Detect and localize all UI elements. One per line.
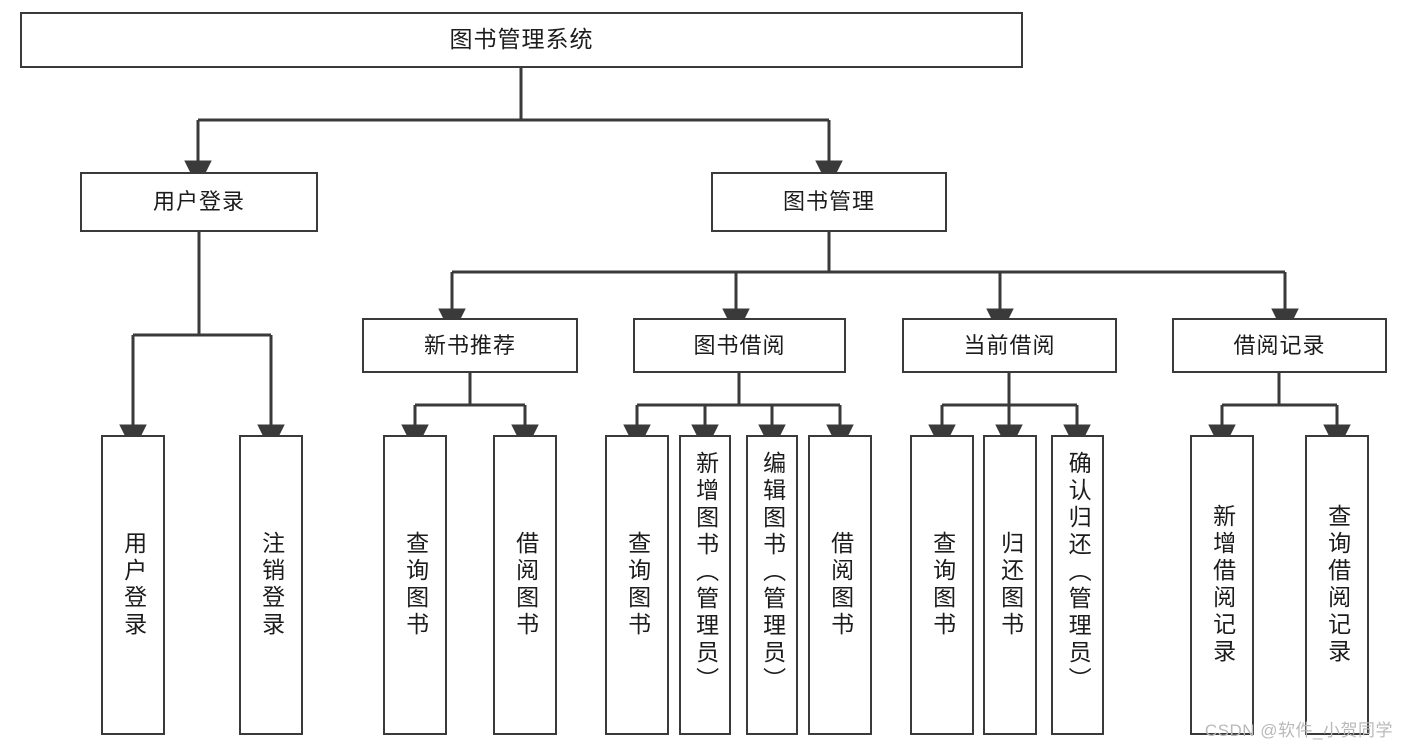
node-label: 编辑图书（管理员） [759,451,786,694]
node-leaf-logout-login[interactable]: 注销登录 [239,435,303,735]
node-label: 用户登录 [120,531,147,639]
node-leaf-add-book-admin[interactable]: 新增图书（管理员） [679,435,731,735]
node-label: 新增图书（管理员） [692,451,719,694]
node-label: 查询图书 [624,531,651,639]
node-label: 当前借阅 [963,332,1056,358]
node-label: 查询借阅记录 [1324,504,1351,666]
node-leaf-query-book-current[interactable]: 查询图书 [910,435,974,735]
node-label: 查询图书 [929,531,956,639]
node-label: 借阅图书 [827,531,854,639]
node-label: 图书管理系统 [449,26,594,53]
node-label: 查询图书 [402,531,429,639]
node-label: 新书推荐 [423,332,516,358]
node-leaf-query-borrow-record[interactable]: 查询借阅记录 [1305,435,1369,735]
node-leaf-borrow-book-rec[interactable]: 借阅图书 [493,435,557,735]
node-label: 借阅记录 [1233,332,1326,358]
node-user-login[interactable]: 用户登录 [80,172,318,232]
node-label: 图书管理 [782,189,875,215]
node-leaf-query-book-rec[interactable]: 查询图书 [383,435,447,735]
node-borrow-records[interactable]: 借阅记录 [1172,318,1387,373]
node-new-book-recommendation[interactable]: 新书推荐 [362,318,578,373]
node-label: 确认归还（管理员） [1065,451,1092,694]
node-leaf-edit-book-admin[interactable]: 编辑图书（管理员） [746,435,798,735]
node-book-management[interactable]: 图书管理 [711,172,947,232]
node-leaf-add-borrow-record[interactable]: 新增借阅记录 [1190,435,1254,735]
node-leaf-query-book-borrow[interactable]: 查询图书 [605,435,669,735]
node-label: 新增借阅记录 [1209,504,1236,666]
node-label: 图书借阅 [693,332,786,358]
node-leaf-user-login[interactable]: 用户登录 [101,435,165,735]
csdn-watermark: CSDN @软件_小贺同学 [1204,721,1393,740]
node-label: 归还图书 [997,531,1024,639]
node-current-borrowing[interactable]: 当前借阅 [902,318,1117,373]
node-leaf-confirm-return-admin[interactable]: 确认归还（管理员） [1051,435,1104,735]
node-book-borrowing[interactable]: 图书借阅 [633,318,846,373]
node-label: 用户登录 [152,189,245,215]
node-label: 借阅图书 [512,531,539,639]
node-root-book-management-system[interactable]: 图书管理系统 [20,12,1023,68]
node-leaf-borrow-book-borrow[interactable]: 借阅图书 [808,435,872,735]
node-label: 注销登录 [258,531,285,639]
node-leaf-return-book[interactable]: 归还图书 [983,435,1037,735]
